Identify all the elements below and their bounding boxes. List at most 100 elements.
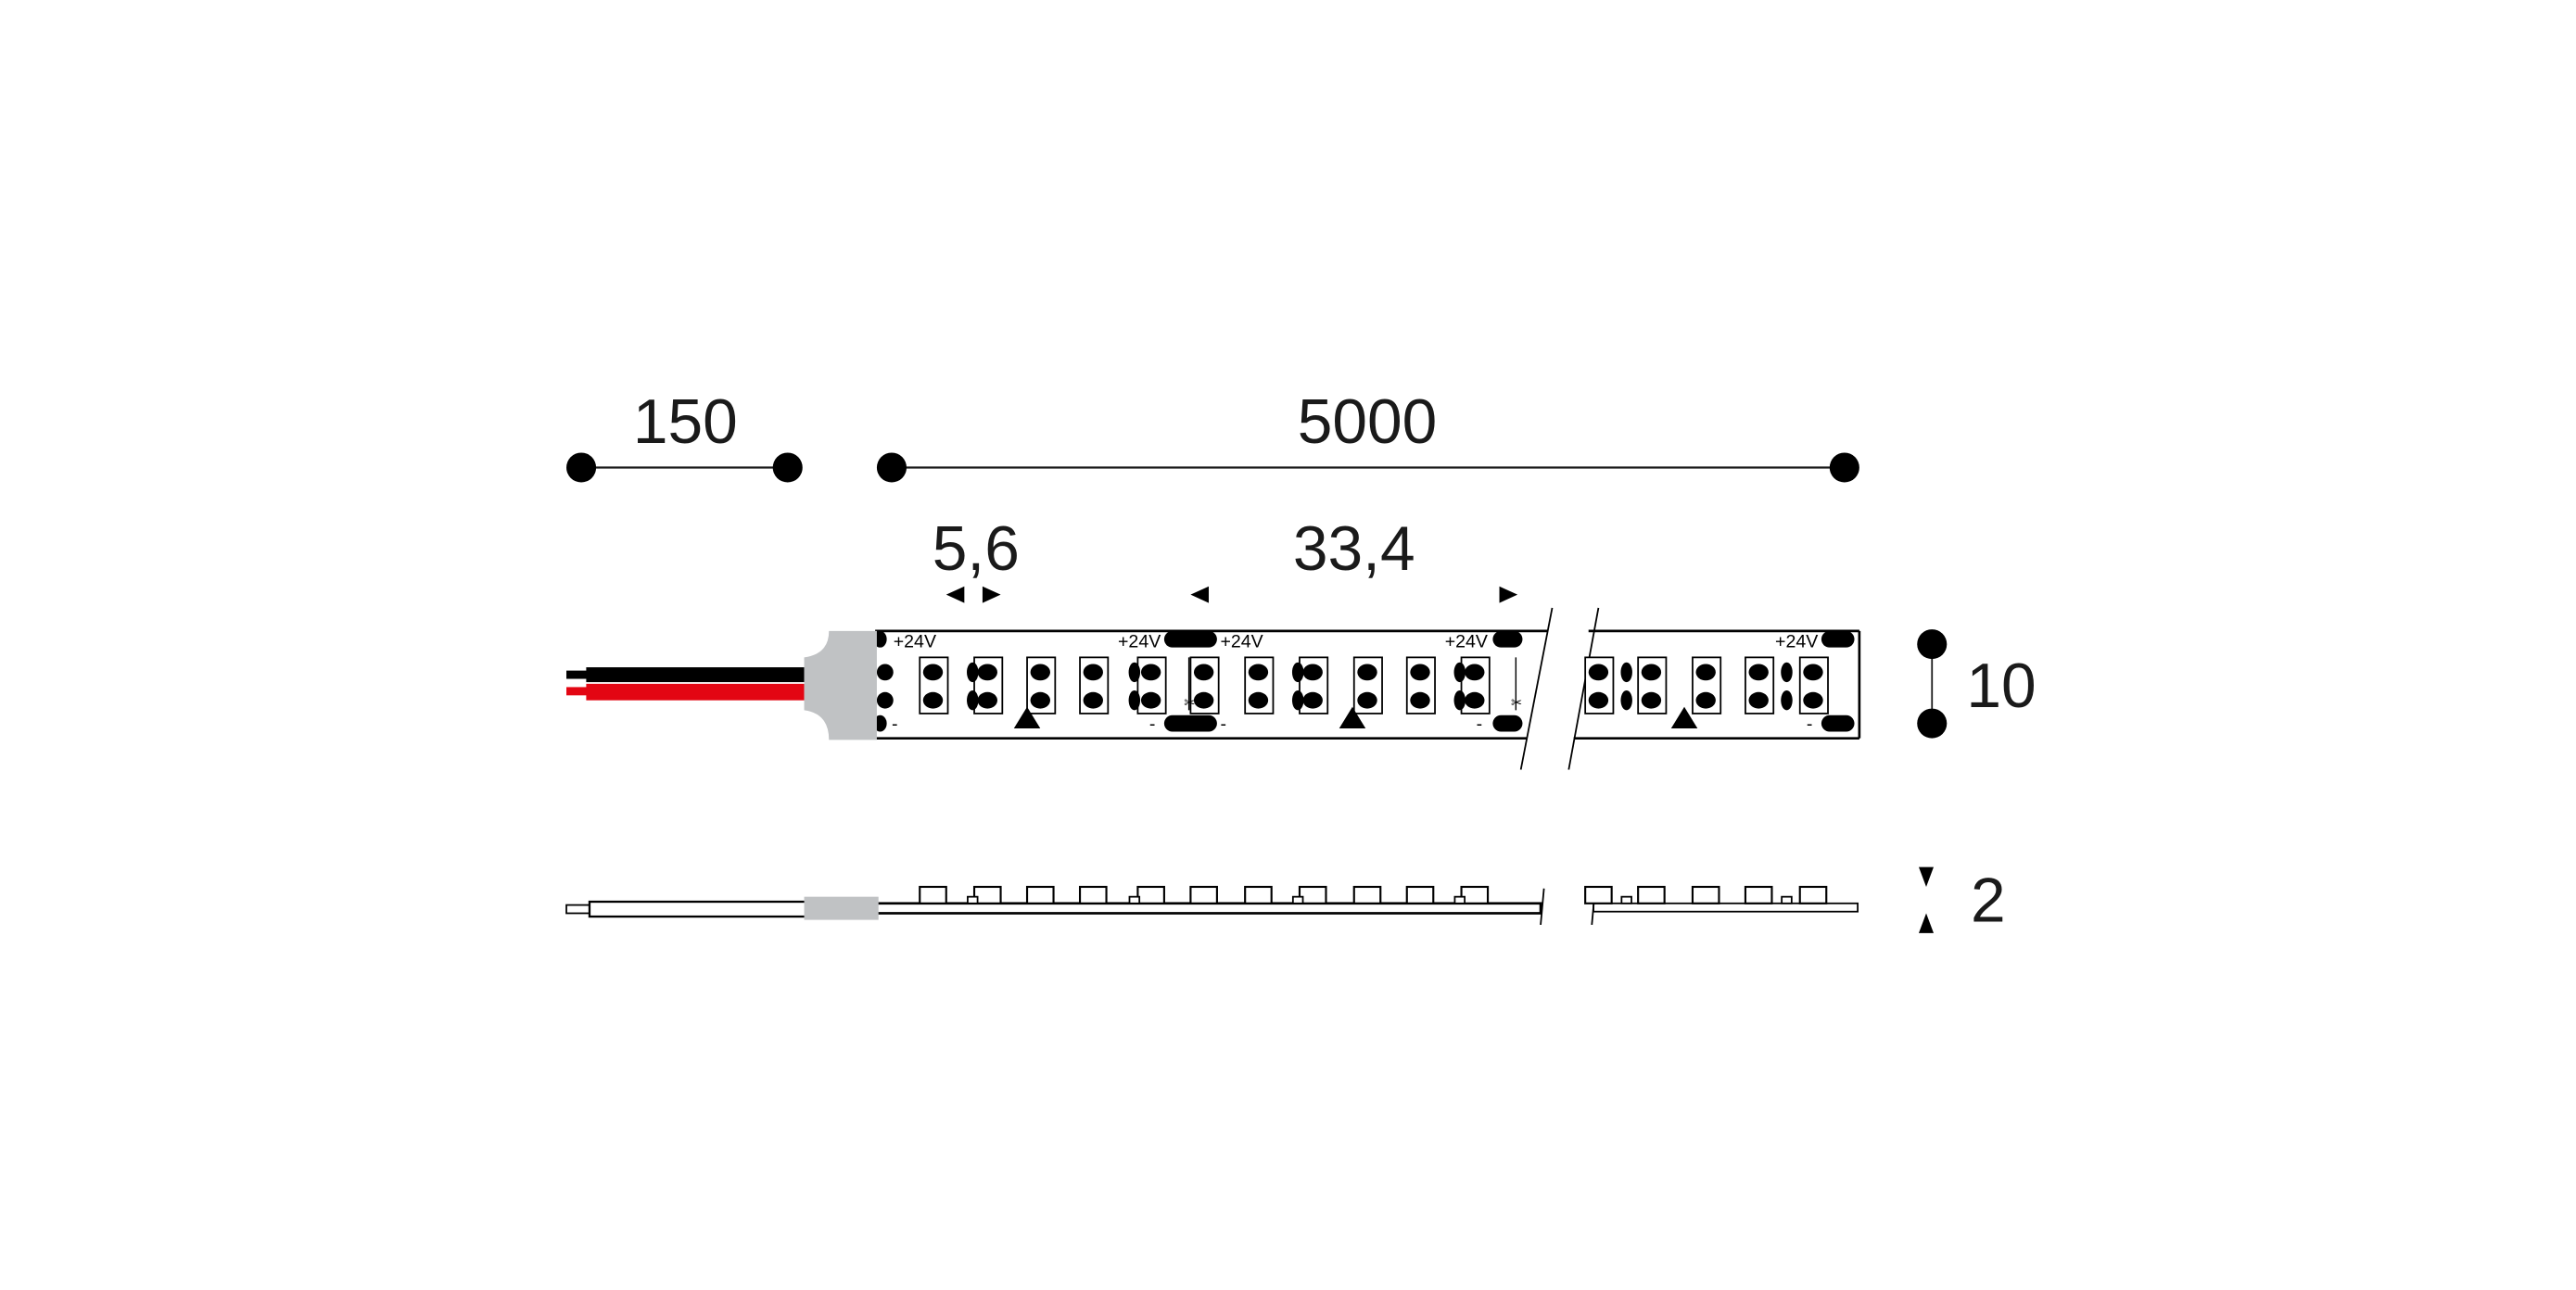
led-contact	[1030, 664, 1050, 681]
led-contact	[1140, 691, 1161, 709]
led-contact	[1695, 664, 1716, 681]
led-contact	[1588, 691, 1609, 709]
resistor	[967, 689, 979, 711]
resistor	[1620, 689, 1632, 711]
negative-pad-label: -	[1220, 715, 1226, 735]
resistor-side	[1128, 895, 1141, 904]
solder-pad	[1821, 715, 1855, 732]
negative-pad-label: -	[1477, 715, 1483, 735]
resistor	[1453, 662, 1466, 683]
led-contact	[876, 691, 894, 709]
led-contact	[1193, 664, 1214, 681]
led-contact	[1302, 691, 1323, 709]
led-chip-side	[919, 885, 947, 904]
resistor-side	[1620, 895, 1632, 904]
solder-pad	[1821, 630, 1855, 648]
led-chip-side	[1244, 885, 1273, 904]
led-contact	[1083, 691, 1103, 709]
resistor	[967, 662, 979, 683]
negative-pad-label: -	[1149, 715, 1156, 735]
led-chip-side	[1637, 885, 1666, 904]
strip-side-view	[565, 885, 1859, 926]
solder-pad	[1492, 715, 1523, 732]
negative-pad-label: -	[1807, 715, 1813, 735]
positive-pad-label: +24V	[1445, 632, 1488, 652]
wire-length-dimension: 150	[566, 387, 803, 483]
led-contact	[1083, 664, 1103, 681]
led-pitch-label: 5,6	[933, 514, 1020, 584]
led-contact	[1588, 664, 1609, 681]
led-chip-side	[1025, 885, 1055, 904]
led-contact	[977, 664, 997, 681]
led-chip-side	[1405, 885, 1435, 904]
resistor	[1291, 662, 1304, 683]
led-contact	[922, 664, 944, 681]
led-contact	[1803, 664, 1823, 681]
connector	[804, 630, 877, 740]
resistor	[1781, 689, 1793, 711]
led-contact	[1410, 691, 1430, 709]
led-chip-side	[1298, 885, 1327, 904]
led-chip-side	[972, 885, 1002, 904]
solder-pad	[1163, 630, 1217, 648]
negative-pad-label: -	[892, 715, 898, 735]
height-dimension: 2	[1918, 866, 2006, 935]
led-chip-side	[1691, 885, 1720, 904]
led-contact	[977, 691, 997, 709]
width-label: 10	[1966, 651, 2036, 721]
resistor	[1291, 689, 1304, 711]
resistor	[1128, 689, 1141, 711]
height-label: 2	[1971, 866, 2006, 935]
led-chip-side	[1460, 885, 1490, 904]
wire-length-label: 150	[633, 387, 738, 457]
led-contact	[1803, 691, 1823, 709]
led-chip-side	[1584, 885, 1613, 904]
strip-length-label: 5000	[1298, 387, 1438, 457]
resistor	[1781, 662, 1793, 683]
resistor	[1128, 662, 1141, 683]
positive-pad-label: +24V	[1118, 632, 1161, 652]
resistor	[1453, 689, 1466, 711]
led-contact	[1140, 664, 1161, 681]
resistor-side	[967, 895, 979, 904]
positive-pad-label: +24V	[1220, 632, 1263, 652]
led-chip-side	[1798, 885, 1828, 904]
led-contact	[1641, 664, 1662, 681]
led-contact	[1357, 664, 1377, 681]
cut-interval-dimension: 33,4	[1190, 514, 1518, 603]
scissors-icon: ✂	[1511, 696, 1522, 711]
led-chip-side	[1189, 885, 1218, 904]
led-chip-side	[1136, 885, 1165, 904]
led-chip-side	[1744, 885, 1773, 904]
led-contact	[1465, 664, 1485, 681]
led-contact	[1302, 664, 1323, 681]
esd-warning-icon	[1670, 706, 1698, 728]
led-contact	[922, 691, 944, 709]
resistor-side	[1291, 895, 1304, 904]
resistor-side	[1781, 895, 1793, 904]
led-chip-side	[1078, 885, 1108, 904]
esd-warning-icon	[1339, 706, 1366, 728]
resistor	[1620, 662, 1632, 683]
led-pitch-dimension: 5,6	[933, 514, 1020, 603]
led-contact	[1641, 691, 1662, 709]
led-contact	[1465, 691, 1485, 709]
esd-warning-icon	[1013, 706, 1041, 728]
wires	[566, 667, 805, 701]
led-chip-side	[1352, 885, 1382, 904]
led-contact	[876, 664, 894, 681]
led-contact	[1248, 691, 1269, 709]
solder-pad	[1492, 630, 1523, 648]
strip-length-dimension: 5000	[876, 387, 1859, 483]
led-contact	[1748, 664, 1769, 681]
strip-top-view: ✂✂ +24V +24V +24V +24V +24V - - - - -	[873, 607, 1861, 770]
scissors-icon: ✂	[1184, 696, 1195, 711]
led-contact	[1030, 691, 1050, 709]
led-contact	[1748, 691, 1769, 709]
led-contact	[1193, 691, 1214, 709]
led-contact	[1357, 691, 1377, 709]
led-contact	[1248, 664, 1269, 681]
led-contact	[1410, 664, 1430, 681]
solder-pad	[1163, 715, 1217, 732]
cut-interval-label: 33,4	[1293, 514, 1415, 584]
